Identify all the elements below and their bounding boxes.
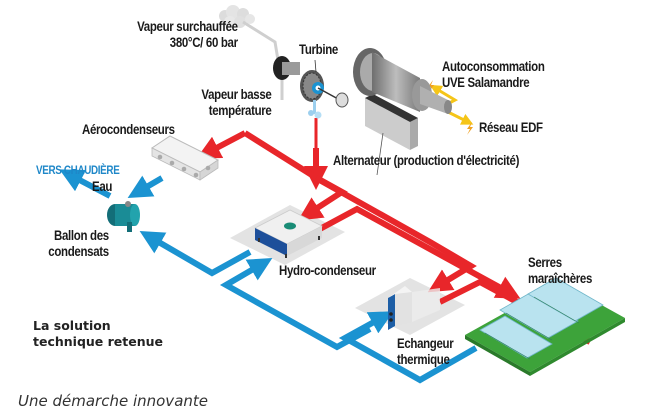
label-line: température xyxy=(208,102,271,118)
label-line: Echangeur xyxy=(397,335,454,351)
label-to-boiler: VERS CHAUDIÈRE xyxy=(36,163,120,177)
label-turbine: Turbine xyxy=(299,41,338,57)
diagram-title: La solution technique retenue xyxy=(33,318,163,350)
label-condensate-tank: Ballon des condensats xyxy=(48,227,109,259)
label-air-condensers: Aérocondenseurs xyxy=(82,121,175,137)
label-hydro-condenser: Hydro-condenseur xyxy=(279,262,376,278)
alternator-leader-line xyxy=(376,132,384,176)
label-line: Serres xyxy=(528,254,562,270)
label-line: Vapeur basse xyxy=(200,86,271,102)
greenhouse-icon xyxy=(465,277,625,376)
label-water: Eau xyxy=(92,178,113,194)
cold-pipe-hydro-to-tank xyxy=(139,230,252,277)
title-line: La solution xyxy=(33,318,111,333)
label-line: 380°C/ 60 bar xyxy=(170,34,238,50)
label-greenhouses: Serres maraîchères xyxy=(528,254,592,286)
label-line: condensats xyxy=(48,243,109,259)
title-line: technique retenue xyxy=(33,334,163,349)
cold-pipe-exchanger-to-hydro xyxy=(219,257,372,351)
turbine-leader-line xyxy=(314,59,317,73)
cold-pipe-aero-to-tank xyxy=(127,175,164,199)
lightning-icons xyxy=(428,80,473,135)
air-condenser-icon xyxy=(151,135,219,181)
caption: Une démarche innovante xyxy=(18,392,208,410)
label-line: maraîchères xyxy=(528,270,593,286)
hot-pipe-return-hydro xyxy=(316,205,521,299)
tank-icon xyxy=(107,201,140,232)
alternator-icon xyxy=(353,48,452,150)
cold-pipes xyxy=(59,169,478,384)
label-heat-exchanger: Echangeur thermique xyxy=(397,335,454,367)
cold-pipe-greenhouse-to-exchanger xyxy=(338,311,478,384)
label-line: Vapeur surchauffée xyxy=(137,18,238,34)
hydro-condenser-icon xyxy=(254,209,323,258)
turbine-icon xyxy=(273,56,349,119)
hot-pipe-to-hydro xyxy=(243,130,348,221)
heat-exchanger-icon xyxy=(388,286,440,330)
steam-inlet-pipe xyxy=(242,20,280,61)
lightning-icon xyxy=(428,80,434,93)
lightning-icon xyxy=(467,122,473,135)
label-steam-superheated: Vapeur surchauffée 380°C/ 60 bar xyxy=(137,18,238,50)
hot-pipe-to-exchanger xyxy=(314,175,477,293)
label-line: Autoconsommation xyxy=(442,58,545,74)
steam-cloud-icon xyxy=(219,5,255,28)
label-grid: Réseau EDF xyxy=(479,119,543,135)
label-steam-low-temp: Vapeur basse température xyxy=(201,86,271,118)
label-line: UVE Salamandre xyxy=(442,74,530,90)
label-alternator: Alternateur (production d'électricité) xyxy=(333,152,520,168)
label-line: thermique xyxy=(397,351,450,367)
label-self-consumption: Autoconsommation UVE Salamandre xyxy=(442,58,545,90)
hot-pipe-to-aero xyxy=(196,130,247,159)
cold-pipe-to-boiler xyxy=(59,169,112,199)
label-line: Ballon des xyxy=(54,227,109,243)
